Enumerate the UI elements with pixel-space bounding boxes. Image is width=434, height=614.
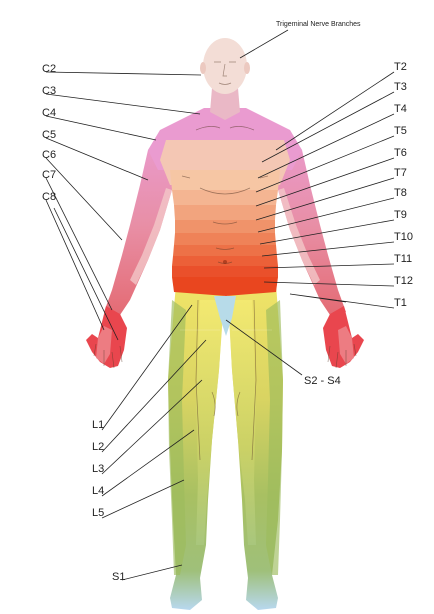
label-t5: T5 xyxy=(394,125,407,137)
t5-band xyxy=(172,190,278,205)
label-c5: C5 xyxy=(42,129,56,141)
label-c4: C4 xyxy=(42,107,56,119)
label-t6: T6 xyxy=(394,147,407,159)
label-c2: C2 xyxy=(42,63,56,75)
t4-band xyxy=(170,170,280,190)
t11-band xyxy=(172,266,278,277)
label-t3: T3 xyxy=(394,81,407,93)
label-l3: L3 xyxy=(92,463,104,475)
label-t7: T7 xyxy=(394,167,407,179)
label-c3: C3 xyxy=(42,85,56,97)
t7-band xyxy=(175,220,275,233)
label-l5: L5 xyxy=(92,507,104,519)
right-leg-inner-band xyxy=(228,300,256,545)
t8-band xyxy=(174,233,276,245)
label-t10: T10 xyxy=(394,231,413,243)
label-s2-s4: S2 - S4 xyxy=(304,375,341,387)
label-t11: T11 xyxy=(394,253,412,265)
t9-band xyxy=(173,245,277,256)
title-label: Trigeminal Nerve Branches xyxy=(276,21,361,28)
label-l1: L1 xyxy=(92,419,104,431)
label-l2: L2 xyxy=(92,441,104,453)
label-t9: T9 xyxy=(394,209,407,221)
label-l4: L4 xyxy=(92,485,104,497)
label-s1: S1 xyxy=(112,571,125,583)
legs xyxy=(168,284,283,610)
label-c6: C6 xyxy=(42,149,56,161)
left-ear xyxy=(200,62,206,74)
t6-band xyxy=(174,205,276,220)
label-t4: T4 xyxy=(394,103,407,115)
label-t12: T12 xyxy=(394,275,413,287)
left-leg-inner-band xyxy=(196,300,224,545)
right-ear xyxy=(244,62,250,74)
label-t1: T1 xyxy=(394,297,407,309)
label-c7: C7 xyxy=(42,169,56,181)
label-t8: T8 xyxy=(394,187,407,199)
label-t2: T2 xyxy=(394,61,407,73)
label-c8: C8 xyxy=(42,191,56,203)
